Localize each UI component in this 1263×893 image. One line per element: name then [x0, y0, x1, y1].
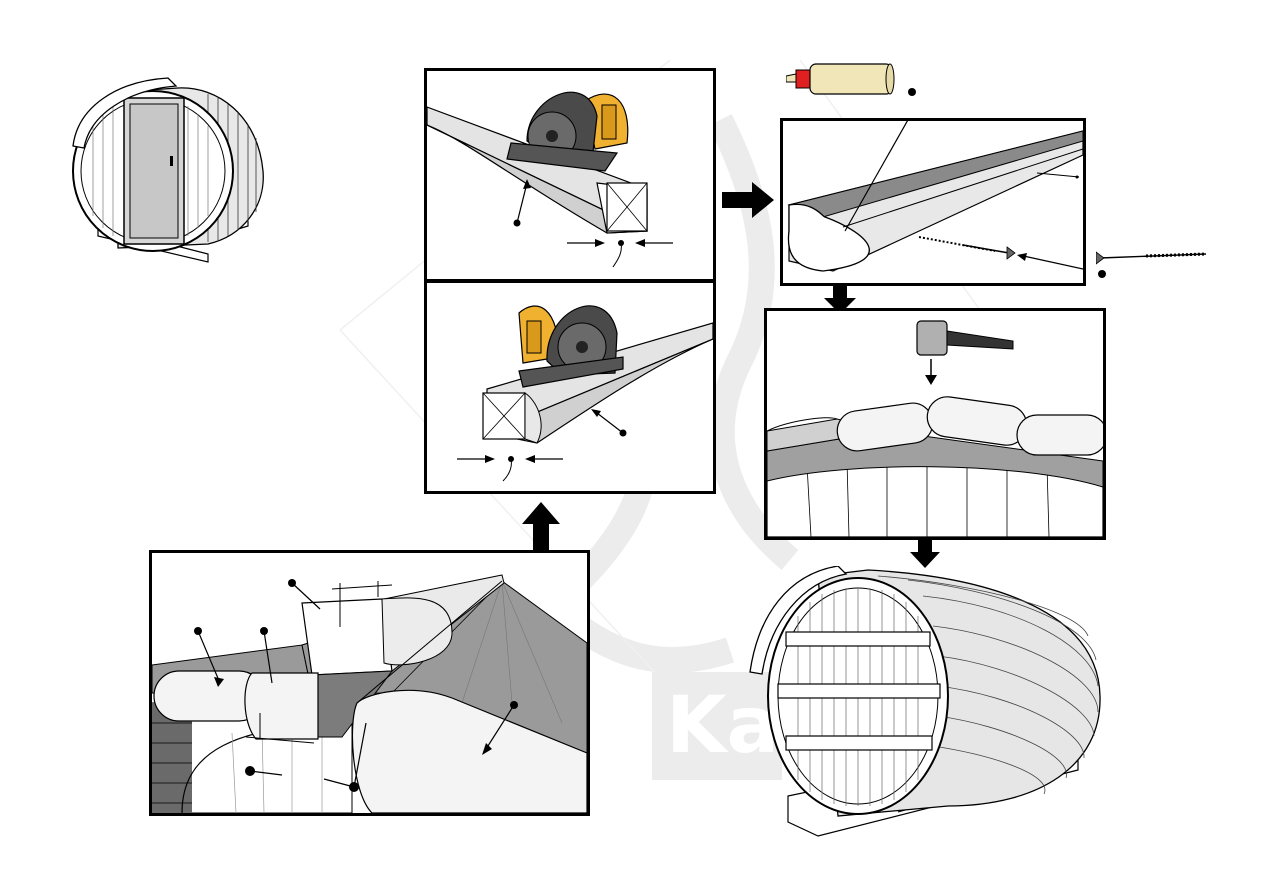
step-detail-panel — [149, 550, 590, 816]
glue-marker-dot — [908, 88, 916, 96]
glue-bottle-icon — [786, 60, 896, 100]
finished-sauna-illustration — [748, 566, 1108, 846]
step-glue-screw-panel — [780, 118, 1086, 286]
flow-arrow-down-2 — [910, 540, 940, 568]
flow-arrow-up — [522, 502, 560, 552]
overview-sauna-illustration — [58, 76, 278, 266]
screw-icon — [1096, 240, 1216, 280]
flow-arrow-right — [722, 182, 774, 218]
step-hammer-fit-panel — [764, 308, 1106, 540]
step-cutting-a-panel — [424, 68, 716, 282]
step-cutting-b-panel — [424, 280, 716, 494]
